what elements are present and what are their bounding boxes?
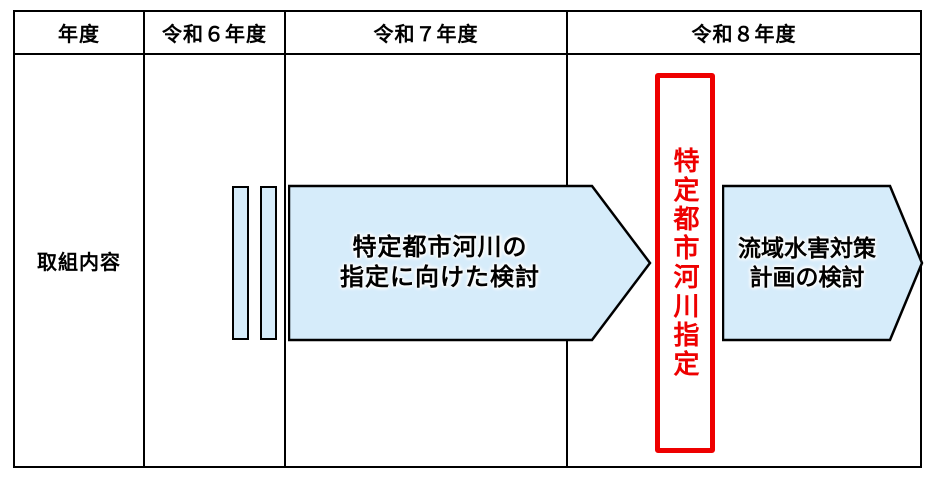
header-cell-reiwa7: 令和７年度 [286,12,568,53]
designation-study-arrow-shape [288,184,652,342]
header-cell-reiwa6: 令和６年度 [145,12,286,53]
row-label: 取組内容 [37,252,121,274]
continuation-bar-1 [232,186,249,340]
reiwa8-label: 令和８年度 [691,24,797,46]
year-label: 年度 [58,24,100,46]
header-cell-reiwa8: 令和８年度 [568,12,920,53]
row-label-cell: 取組内容 [15,55,145,466]
reiwa6-label: 令和６年度 [162,24,267,46]
header-cell-year-label: 年度 [15,12,145,53]
milestone-designation-label: 特定都市河川指定 [670,147,700,379]
continuation-bar-2 [260,186,277,340]
table-header-row: 年度 令和６年度 令和７年度 令和８年度 [15,12,920,55]
plan-study-arrow-shape [722,184,924,342]
milestone-designation-box: 特定都市河川指定 [655,73,715,453]
body-cell-reiwa6 [145,55,286,466]
reiwa7-label: 令和７年度 [373,24,479,46]
